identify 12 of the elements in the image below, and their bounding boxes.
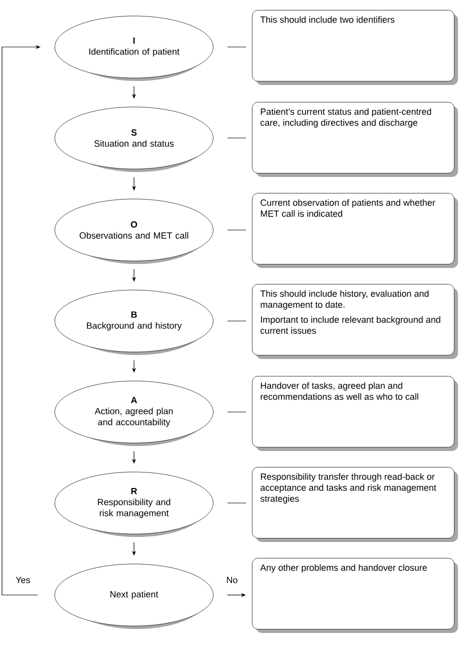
connector-line: [227, 320, 246, 322]
note-box: Current observation of patients and whether MET call is indicated: [252, 193, 458, 268]
note-box: This should include two identifiers: [252, 10, 458, 85]
note-box: Responsibility transfer through read-back or acceptance and tasks and risk management strategies: [252, 467, 458, 542]
edge-label: No: [226, 576, 238, 584]
note-box: Patient’s current status and patient-centred care, including directives and discharge: [252, 102, 458, 177]
connector-line: [227, 502, 246, 504]
note-box: This should include history, evaluation and management to date. Important to include relevant background and current issues: [252, 284, 458, 359]
edge-label: Yes: [16, 576, 30, 584]
connector-line: [227, 46, 246, 48]
note-box: Any other problems and handover closure: [252, 558, 458, 633]
note-box: Handover of tasks, agreed plan and recommendations as well as who to call: [252, 376, 458, 451]
